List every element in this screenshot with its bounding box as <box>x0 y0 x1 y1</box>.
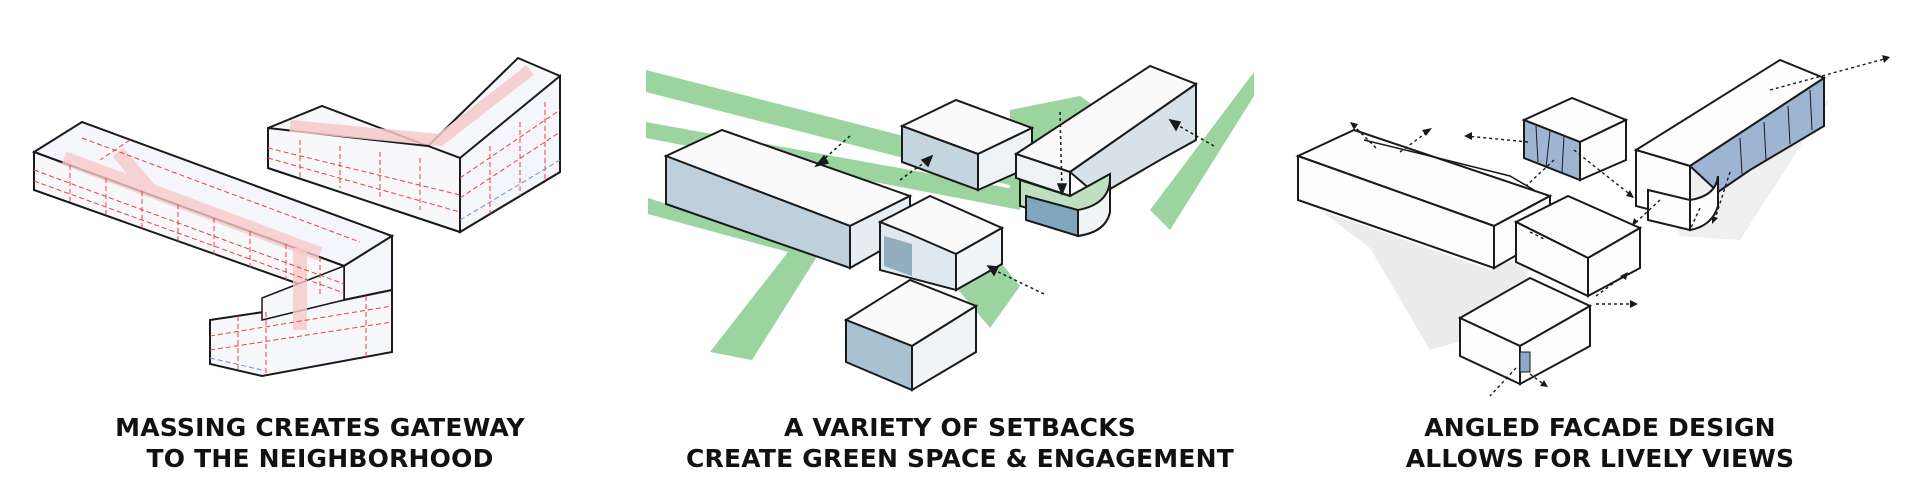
caption-line: ALLOWS FOR LIVELY VIEWS <box>1280 443 1920 474</box>
facade-caption: ANGLED FACADE DESIGN ALLOWS FOR LIVELY V… <box>1280 412 1920 474</box>
caption-line: TO THE NEIGHBORHOOD <box>0 443 640 474</box>
caption-line: CREATE GREEN SPACE & ENGAGEMENT <box>640 443 1280 474</box>
facade-panel: ANGLED FACADE DESIGN ALLOWS FOR LIVELY V… <box>1280 0 1920 498</box>
caption-line: MASSING CREATES GATEWAY <box>0 412 640 443</box>
front-block-building <box>846 280 976 390</box>
facade-diagram <box>1280 0 1920 400</box>
massing-caption: MASSING CREATES GATEWAY TO THE NEIGHBORH… <box>0 412 640 474</box>
massing-diagram <box>0 0 640 400</box>
caption-line: ANGLED FACADE DESIGN <box>1280 412 1920 443</box>
setbacks-caption: A VARIETY OF SETBACKS CREATE GREEN SPACE… <box>640 412 1280 474</box>
angled-facade-block <box>1524 98 1626 180</box>
massing-panel: MASSING CREATES GATEWAY TO THE NEIGHBORH… <box>0 0 640 498</box>
setbacks-panel: A VARIETY OF SETBACKS CREATE GREEN SPACE… <box>640 0 1280 498</box>
setbacks-diagram <box>640 0 1280 400</box>
caption-line: A VARIETY OF SETBACKS <box>640 412 1280 443</box>
